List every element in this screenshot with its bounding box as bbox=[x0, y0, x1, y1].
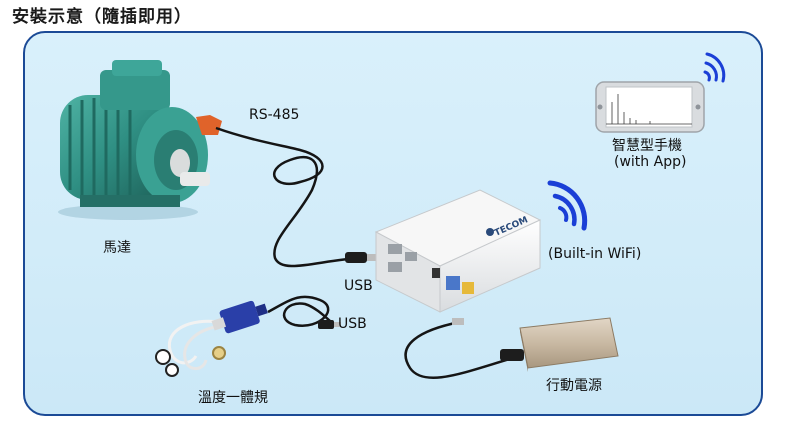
sensor-label: 溫度一體規 bbox=[198, 390, 268, 406]
usb-plug-top bbox=[345, 252, 367, 263]
motor-label: 馬達 bbox=[103, 240, 131, 256]
page-title: 安裝示意（隨插即用） bbox=[12, 7, 192, 27]
usb-top-label: USB bbox=[344, 278, 373, 294]
gateway-box-image bbox=[374, 189, 542, 313]
wifi-icon bbox=[547, 52, 726, 231]
rs485-cable bbox=[215, 126, 361, 268]
power-cable bbox=[404, 320, 521, 380]
power-bank-image bbox=[519, 317, 619, 372]
phone-label-line1: 智慧型手機 bbox=[612, 138, 682, 154]
sensor-cable bbox=[267, 295, 336, 327]
wifi-label: (Built-in WiFi) bbox=[548, 246, 642, 262]
usb-bottom-label: USB bbox=[338, 316, 367, 332]
usb-plug-bottom bbox=[318, 320, 334, 329]
power-bank-label: 行動電源 bbox=[546, 378, 602, 394]
rs485-label: RS-485 bbox=[249, 107, 300, 123]
smartphone-image bbox=[595, 81, 705, 133]
temperature-sensor-image bbox=[155, 300, 268, 377]
motor-image bbox=[58, 60, 222, 220]
phone-label-line2: (with App) bbox=[614, 154, 687, 170]
